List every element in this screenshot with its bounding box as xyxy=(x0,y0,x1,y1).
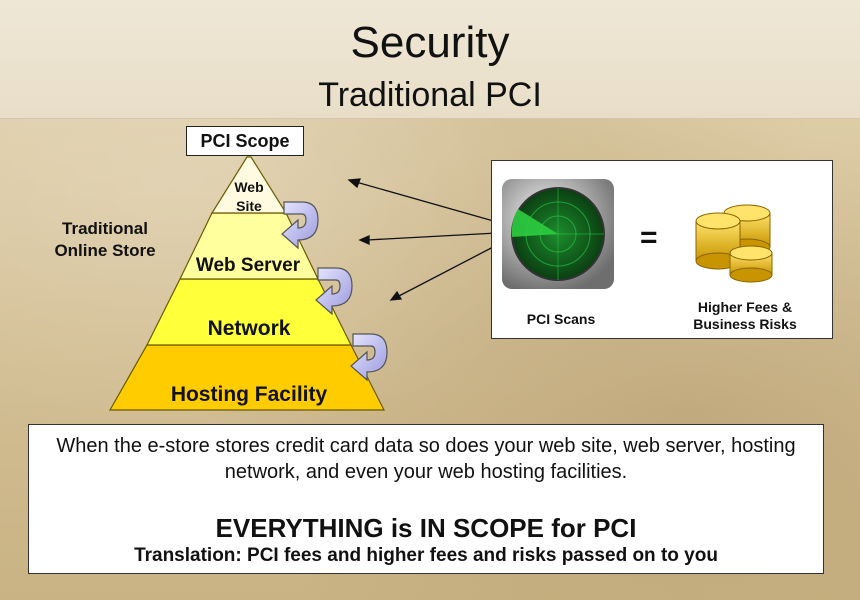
radar-icon xyxy=(502,179,614,289)
higher-fees-label: Higher Fees & Business Risks xyxy=(693,299,797,332)
summary-headline: EVERYTHING is IN SCOPE for PCI xyxy=(215,513,637,543)
pci-scan-panel: = PCI Scans Higher Fees & Business Risks xyxy=(491,160,833,339)
slide-title: Security xyxy=(350,18,510,67)
layer-label-hosting-facility: Hosting Facility xyxy=(171,383,328,406)
gold-coins-icon xyxy=(695,204,773,283)
pointer-arrow-icon xyxy=(389,244,498,301)
summary-body: When the e-store stores credit card data… xyxy=(56,435,796,483)
layer-label-network: Network xyxy=(208,317,291,340)
layer-label-web-site-1: Web xyxy=(234,179,263,195)
pointer-arrow-icon xyxy=(347,178,498,223)
slide-subtitle: Traditional PCI xyxy=(318,76,542,114)
pointer-arrow-icon xyxy=(358,232,498,246)
traditional-store-label: Traditional Online Store xyxy=(54,219,156,260)
title-band xyxy=(0,0,860,119)
layer-label-web-server: Web Server xyxy=(196,255,301,276)
pci-scans-label: PCI Scans xyxy=(526,311,596,327)
summary-translation: Translation: PCI fees and higher fees an… xyxy=(134,545,718,566)
layer-label-web-site-2: Site xyxy=(236,198,262,214)
equals-sign: = xyxy=(640,221,658,254)
summary-box: When the e-store stores credit card data… xyxy=(28,424,824,574)
pci-scope-label: PCI Scope xyxy=(186,126,304,156)
